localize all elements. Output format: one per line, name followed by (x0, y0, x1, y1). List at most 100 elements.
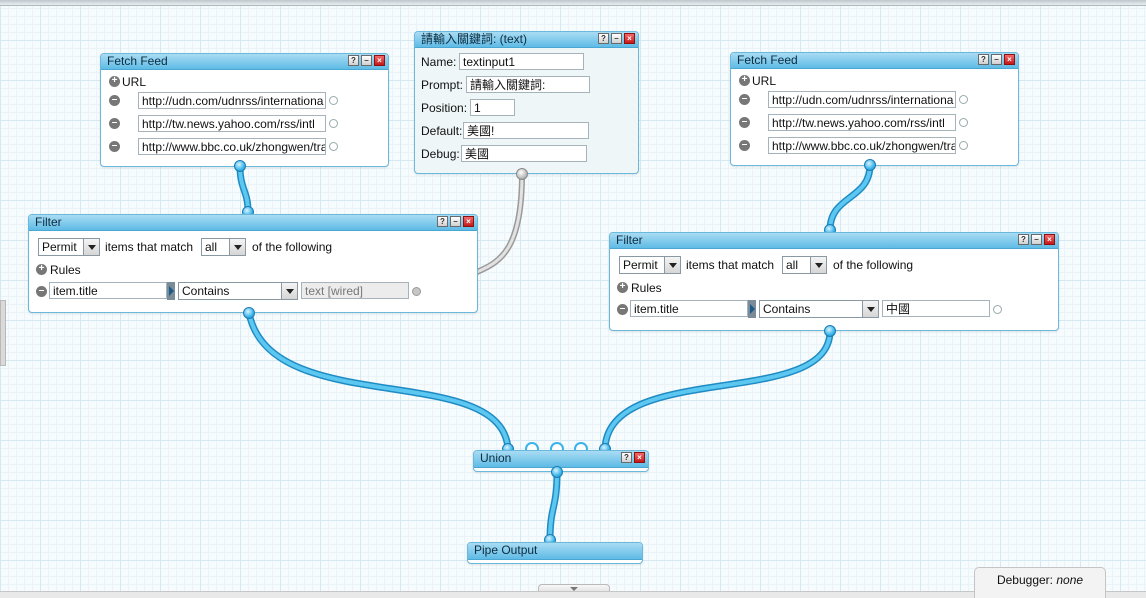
chevron-down-icon[interactable] (664, 257, 680, 273)
prompt-input[interactable]: 請輸入關鍵詞: (466, 76, 590, 93)
add-url-icon[interactable]: + (109, 76, 120, 87)
help-icon[interactable]: ? (1018, 234, 1029, 245)
mode-select[interactable]: Permit (38, 238, 100, 256)
chevron-down-icon[interactable] (83, 239, 99, 255)
help-icon[interactable]: ? (437, 216, 448, 227)
minimize-icon[interactable]: – (611, 33, 622, 44)
url-input[interactable]: http://www.bbc.co.uk/zhongwen/tra (768, 137, 956, 154)
module-header[interactable]: Filter ?–× (29, 215, 477, 231)
help-icon[interactable]: ? (598, 33, 609, 44)
module-header[interactable]: Fetch Feed ?–× (101, 54, 388, 70)
input-terminal[interactable] (329, 96, 338, 105)
module-header[interactable]: 請輸入關鍵詞: (text) ?–× (415, 32, 638, 48)
url-input[interactable]: http://udn.com/udnrss/internationa (768, 91, 956, 108)
minimize-icon[interactable]: – (991, 54, 1002, 65)
remove-url-icon[interactable]: – (739, 117, 750, 128)
union-output-port[interactable] (551, 466, 563, 478)
input-terminal[interactable] (329, 142, 338, 151)
fetch-feed-2-output-port[interactable] (864, 159, 876, 171)
debugger-tab[interactable]: Debugger: none (974, 567, 1106, 598)
left-panel-handle[interactable] (0, 300, 6, 366)
chevron-down-icon[interactable] (810, 257, 826, 273)
filter-module-1[interactable]: Filter ?–× Permit items that match all o… (28, 214, 478, 313)
rule-value-terminal[interactable] (993, 305, 1002, 314)
rule-value-input[interactable]: 中國 (882, 300, 990, 317)
field-picker-icon[interactable] (748, 300, 756, 318)
match-scope-select[interactable]: all (782, 256, 827, 274)
filter-module-2[interactable]: Filter ?–× Permit items that match all o… (609, 232, 1059, 331)
module-title: Fetch Feed (737, 53, 798, 67)
field-picker-icon[interactable] (167, 282, 175, 300)
mode-select[interactable]: Permit (619, 256, 681, 274)
rule-operator-select[interactable]: Contains (178, 282, 298, 300)
close-icon[interactable]: × (624, 33, 635, 44)
minimize-icon[interactable]: – (1031, 234, 1042, 245)
text-input-output-port[interactable] (516, 168, 528, 180)
top-toolbar-edge (0, 0, 1146, 6)
add-rule-icon[interactable]: + (617, 282, 628, 293)
url-input[interactable]: http://udn.com/udnrss/internationa (138, 92, 326, 109)
help-icon[interactable]: ? (978, 54, 989, 65)
input-terminal[interactable] (959, 95, 968, 104)
rule-value-input[interactable]: text [wired] (301, 282, 409, 299)
help-icon[interactable]: ? (621, 452, 632, 463)
add-rule-icon[interactable]: + (36, 264, 47, 275)
pipe-output-module[interactable]: Pipe Output (467, 542, 643, 564)
debug-input[interactable]: 美國 (461, 145, 587, 162)
add-url-icon[interactable]: + (739, 75, 750, 86)
prompt-label: Prompt: (421, 78, 464, 92)
chevron-down-icon[interactable] (862, 301, 878, 317)
remove-url-icon[interactable]: – (739, 140, 750, 151)
module-header[interactable]: Filter ?–× (610, 233, 1058, 249)
rule-value-terminal[interactable] (412, 287, 421, 296)
name-label: Name: (421, 55, 457, 69)
minimize-icon[interactable]: – (450, 216, 461, 227)
module-title: Pipe Output (474, 543, 538, 557)
rule-field-input[interactable]: item.title (49, 282, 167, 299)
module-title: Union (480, 451, 512, 465)
close-icon[interactable]: × (1004, 54, 1015, 65)
bottom-bar (0, 591, 1146, 598)
url-input[interactable]: http://tw.news.yahoo.com/rss/intl (768, 114, 956, 131)
remove-url-icon[interactable]: – (109, 95, 120, 106)
input-terminal[interactable] (959, 141, 968, 150)
filter-1-output-port[interactable] (243, 307, 255, 319)
module-header[interactable]: Union ?× (474, 451, 648, 468)
position-label: Position: (421, 101, 468, 115)
match-scope-select[interactable]: all (201, 238, 246, 256)
text-input-module[interactable]: 請輸入關鍵詞: (text) ?–× Name: textinput1 Prom… (414, 31, 639, 174)
wire-filter2-union (601, 327, 834, 452)
remove-rule-icon[interactable]: – (617, 304, 628, 315)
match-scope-value: all (205, 240, 218, 254)
close-icon[interactable]: × (634, 452, 645, 463)
filter-2-output-port[interactable] (824, 325, 836, 337)
remove-url-icon[interactable]: – (739, 94, 750, 105)
name-input[interactable]: textinput1 (459, 53, 584, 70)
module-header[interactable]: Fetch Feed ?–× (731, 53, 1018, 69)
fetch-feed-1-output-port[interactable] (234, 160, 246, 172)
module-header[interactable]: Pipe Output (468, 543, 642, 560)
rule-operator-select[interactable]: Contains (759, 300, 879, 318)
chevron-down-icon[interactable] (229, 239, 245, 255)
input-terminal[interactable] (329, 119, 338, 128)
rule-field-input[interactable]: item.title (630, 300, 748, 317)
suffix-text: of the following (833, 258, 914, 272)
url-input[interactable]: http://www.bbc.co.uk/zhongwen/tra (138, 138, 326, 155)
chevron-down-icon[interactable] (281, 283, 297, 299)
minimize-icon[interactable]: – (361, 55, 372, 66)
fetch-feed-module-1[interactable]: Fetch Feed ?–× + URL – http://udn.com/ud… (100, 53, 389, 167)
fetch-feed-module-2[interactable]: Fetch Feed ?–× + URL – http://udn.com/ud… (730, 52, 1019, 166)
help-icon[interactable]: ? (348, 55, 359, 66)
remove-rule-icon[interactable]: – (36, 286, 47, 297)
close-icon[interactable]: × (374, 55, 385, 66)
debugger-value: none (1056, 573, 1084, 587)
default-input[interactable]: 美國! (463, 122, 589, 139)
position-input[interactable]: 1 (470, 99, 515, 116)
url-input[interactable]: http://tw.news.yahoo.com/rss/intl (138, 115, 326, 132)
remove-url-icon[interactable]: – (109, 141, 120, 152)
close-icon[interactable]: × (463, 216, 474, 227)
remove-url-icon[interactable]: – (109, 118, 120, 129)
input-terminal[interactable] (959, 118, 968, 127)
close-icon[interactable]: × (1044, 234, 1055, 245)
